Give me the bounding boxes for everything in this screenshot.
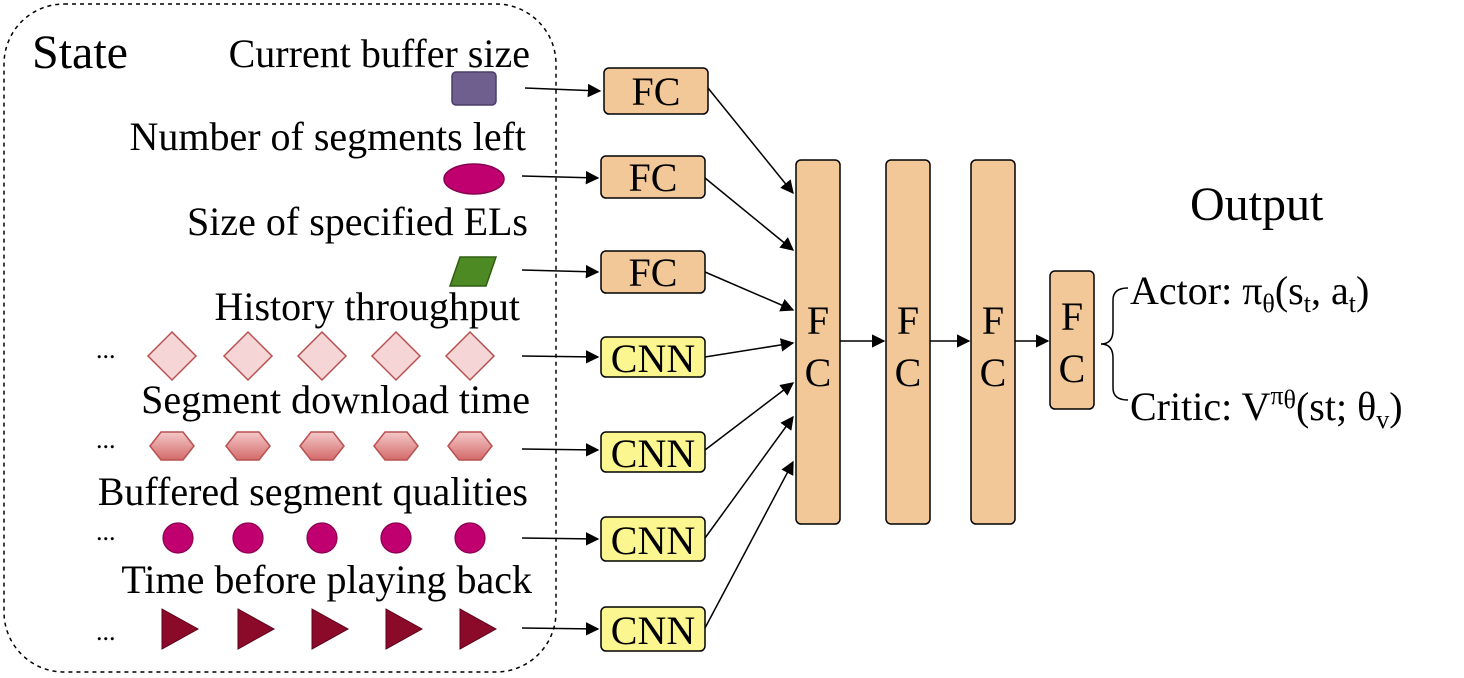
- cnn-box-3: CNN: [600, 516, 706, 563]
- fc-box-3: FC: [600, 250, 706, 295]
- input-label-segment-download-time: Segment download time: [141, 377, 530, 422]
- cnn-box-1-label: CNN: [611, 336, 695, 381]
- hidden-fc-layer-3: F C: [970, 159, 1016, 525]
- hidden-fc-1-f: F: [807, 298, 829, 343]
- cnn-box-1: CNN: [600, 336, 706, 381]
- output-fc-layer: F C: [1049, 270, 1095, 410]
- triangle-shape: [459, 608, 498, 650]
- download-ellipsis: ...: [96, 425, 116, 454]
- cnn-box-4-label: CNN: [611, 608, 695, 653]
- circle-shape: [380, 522, 412, 554]
- arrow-cnn4-to-hidden: [704, 460, 794, 629]
- hidden-fc-1-c: C: [805, 350, 832, 395]
- circle-shape: [232, 522, 264, 554]
- hidden-fc-3-c: C: [980, 350, 1007, 395]
- input-label-buffered-qualities: Buffered segment qualities: [98, 469, 528, 514]
- hidden-fc-3-f: F: [982, 298, 1004, 343]
- qualities-ellipsis: ...: [96, 517, 116, 546]
- fc-box-2-label: FC: [629, 155, 678, 200]
- buffer-size-shape: [451, 71, 497, 106]
- hidden-fc-2-f: F: [897, 298, 919, 343]
- cnn-box-4: CNN: [600, 606, 706, 653]
- hexagon-shape: [447, 431, 493, 461]
- circle-shape: [306, 522, 338, 554]
- arrow-fc2-to-hidden: [704, 177, 795, 251]
- actor-label: Actor: πθ(st, at): [1130, 268, 1369, 318]
- triangle-shape: [237, 608, 276, 650]
- fc-box-1-label: FC: [632, 69, 681, 114]
- hexagon-shape: [225, 431, 271, 461]
- diamond-shape: [146, 330, 198, 382]
- arrow-fc3-to-hidden: [704, 271, 795, 312]
- hexagon-shape: [299, 431, 345, 461]
- hidden-fc-layer-1: F C: [795, 159, 841, 525]
- playback-ellipsis: ...: [96, 617, 116, 646]
- triangle-shape: [161, 608, 200, 650]
- input-label-segments-left: Number of segments left: [129, 114, 526, 159]
- arrow-playback-to-cnn: [521, 622, 600, 636]
- arrow-qualities-to-cnn: [521, 532, 600, 546]
- diamond-shape: [370, 330, 422, 382]
- output-title: Output: [1190, 178, 1324, 231]
- output-brace: [1100, 287, 1129, 401]
- triangle-shape: [311, 608, 350, 650]
- cnn-box-2-label: CNN: [611, 431, 695, 476]
- hexagon-shape: [149, 431, 195, 461]
- circle-shape: [454, 522, 486, 554]
- segment-download-shapes: [149, 431, 493, 461]
- output-fc-c: C: [1059, 346, 1086, 391]
- critic-label: Critic: Vπθ(st; θv): [1130, 381, 1403, 434]
- arrow-cnn1-to-hidden: [704, 338, 795, 358]
- hexagon-shape: [373, 431, 419, 461]
- fc-box-3-label: FC: [629, 250, 678, 295]
- triangle-shape: [385, 608, 424, 650]
- specified-els-shape: [448, 256, 498, 287]
- arrow-segments-to-fc: [521, 170, 600, 185]
- input-label-current-buffer-size: Current buffer size: [229, 31, 530, 76]
- circle-shape: [162, 522, 194, 554]
- fc-box-1: FC: [603, 67, 709, 115]
- output-fc-f: F: [1061, 294, 1083, 339]
- segments-left-shape: [443, 163, 505, 195]
- diamond-shape: [296, 330, 348, 382]
- playback-shapes: [161, 608, 498, 650]
- history-ellipsis: ...: [96, 335, 116, 364]
- buffered-qualities-shapes: [162, 522, 486, 554]
- arrow-buffer-to-fc: [524, 83, 602, 98]
- arrow-els-to-fc: [521, 264, 600, 279]
- input-label-specified-els: Size of specified ELs: [187, 199, 528, 244]
- input-label-time-before-playback: Time before playing back: [121, 557, 532, 602]
- arrow-cnn3-to-hidden: [704, 415, 794, 539]
- state-title: State: [32, 26, 128, 79]
- diamond-shape: [444, 330, 496, 382]
- hidden-fc-layer-2: F C: [885, 159, 931, 525]
- history-throughput-shapes: [146, 330, 496, 382]
- input-label-history-throughput: History throughput: [214, 284, 520, 329]
- cnn-box-2: CNN: [600, 431, 706, 476]
- hidden-fc-2-c: C: [895, 350, 922, 395]
- cnn-box-3-label: CNN: [611, 518, 695, 563]
- arrow-fc1-to-hidden: [707, 87, 794, 195]
- diamond-shape: [222, 330, 274, 382]
- state-container: [3, 3, 557, 673]
- fc-box-2: FC: [600, 155, 706, 200]
- arrow-cnn2-to-hidden: [704, 382, 795, 451]
- arrow-download-to-cnn: [521, 443, 600, 457]
- arrow-history-to-cnn: [521, 350, 600, 364]
